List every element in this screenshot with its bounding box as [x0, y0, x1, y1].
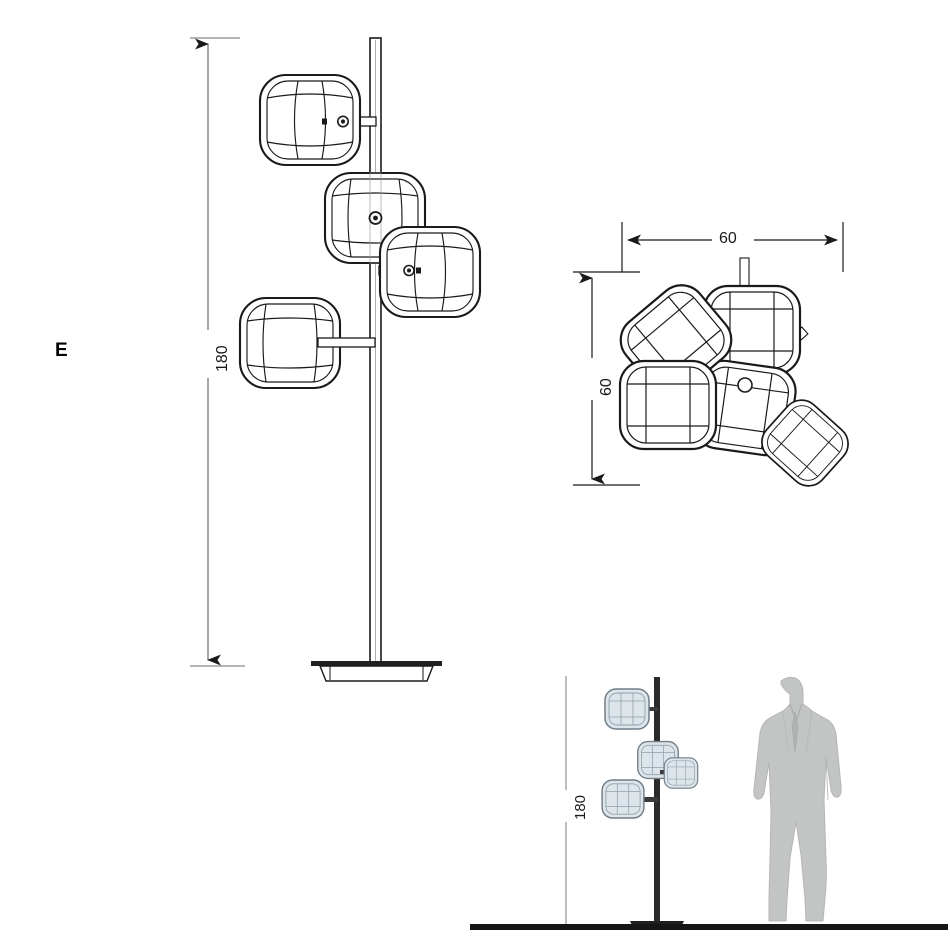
lamp-pole [369, 37, 382, 669]
shade-3 [378, 225, 482, 319]
plan-center-hub [737, 377, 753, 393]
scale-shade-1 [604, 688, 650, 730]
scale-shade-3 [663, 757, 699, 789]
plan-depth-value: 60 [598, 378, 615, 396]
human-tie [791, 711, 799, 753]
scale-lamp [601, 677, 699, 929]
shade-1 [258, 73, 377, 167]
shade-4 [238, 296, 376, 390]
plan-view [573, 222, 857, 495]
lamp-base [311, 661, 442, 682]
scale-view [470, 676, 948, 930]
plan-width-dimension [621, 222, 844, 272]
scale-height-value: 180 [572, 794, 589, 820]
elevation-height-value: 180 [214, 345, 231, 372]
variant-label: E [55, 340, 69, 361]
human-silhouette-body [753, 676, 842, 922]
shade-2 [323, 171, 427, 265]
plan-depth-dimension [573, 271, 640, 486]
human-figure [753, 676, 842, 922]
shade-4-arm [317, 337, 376, 348]
scale-shade-4 [601, 779, 645, 819]
plan-shade-4 [618, 359, 718, 451]
plan-width-value: 60 [719, 230, 737, 247]
scale-lamp-pole [654, 677, 660, 928]
elevation-height-dimension [190, 37, 245, 667]
elevation-view [190, 37, 482, 682]
